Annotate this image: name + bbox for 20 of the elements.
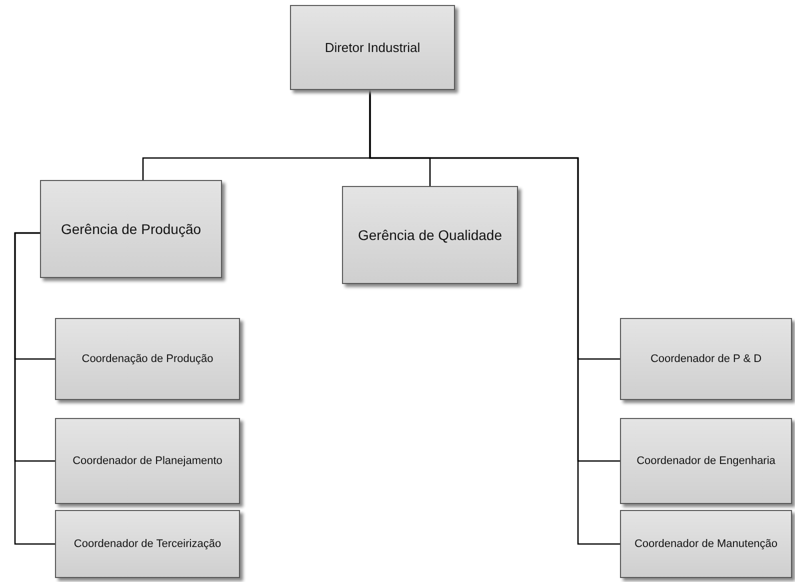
org-box <box>55 510 240 578</box>
role-title: Diretor Industrial <box>324 40 420 55</box>
org-box <box>342 186 518 284</box>
org-box <box>55 418 240 504</box>
org-box <box>40 180 222 278</box>
role-title: Coordenador de P & D <box>650 353 762 365</box>
role-title: Coordenador de Manutenção <box>634 538 778 550</box>
role-title: Gerência de Produção <box>60 221 202 237</box>
role-title: Coordenação de Produção <box>82 353 214 365</box>
org-box <box>620 510 792 578</box>
org-box <box>620 418 792 504</box>
connector-line <box>14 232 55 545</box>
role-title: Coordenador de Terceirização <box>74 538 222 550</box>
org-box <box>290 5 455 90</box>
role-title: Gerência de Qualidade <box>358 227 502 243</box>
role-title: Coordenador de Planejamento <box>72 455 222 467</box>
role-title: Coordenador de Engenharia <box>636 455 776 467</box>
connector-line <box>369 90 620 545</box>
org-box <box>620 318 792 400</box>
org-box <box>55 318 240 400</box>
